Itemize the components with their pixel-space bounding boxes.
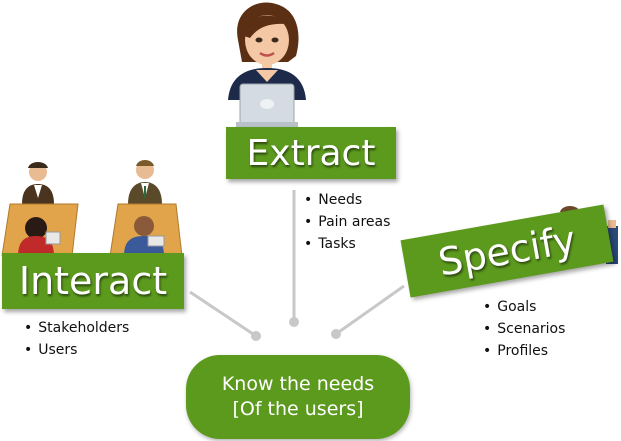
interact-banner: Interact bbox=[2, 253, 184, 309]
extract-banner: Extract bbox=[226, 127, 396, 179]
list-item: Tasks bbox=[304, 233, 390, 255]
woman-with-laptop-icon bbox=[228, 2, 306, 127]
extract-list: Needs Pain areas Tasks bbox=[304, 189, 390, 255]
interact-title: Interact bbox=[18, 259, 168, 303]
list-item: Goals bbox=[483, 296, 565, 318]
list-item: Needs bbox=[304, 189, 390, 211]
list-item: Stakeholders bbox=[24, 317, 129, 339]
connector-dot-specify bbox=[331, 329, 341, 339]
list-item: Scenarios bbox=[483, 318, 565, 340]
know-the-needs-bubble: Know the needs [Of the users] bbox=[186, 355, 410, 439]
center-line-2: [Of the users] bbox=[232, 398, 364, 420]
meeting-people-icon bbox=[1, 160, 182, 256]
connector-dot-extract bbox=[289, 317, 299, 327]
extract-title: Extract bbox=[246, 132, 376, 174]
center-line-1: Know the needs bbox=[221, 373, 375, 395]
connector-interact bbox=[189, 290, 257, 338]
list-item: Profiles bbox=[483, 340, 565, 362]
connector-dot-interact bbox=[251, 331, 261, 341]
interact-list: Stakeholders Users bbox=[24, 317, 129, 361]
list-item: Pain areas bbox=[304, 211, 390, 233]
list-item: Users bbox=[24, 339, 129, 361]
specify-list: Goals Scenarios Profiles bbox=[483, 296, 565, 362]
connector-specify bbox=[335, 284, 405, 336]
